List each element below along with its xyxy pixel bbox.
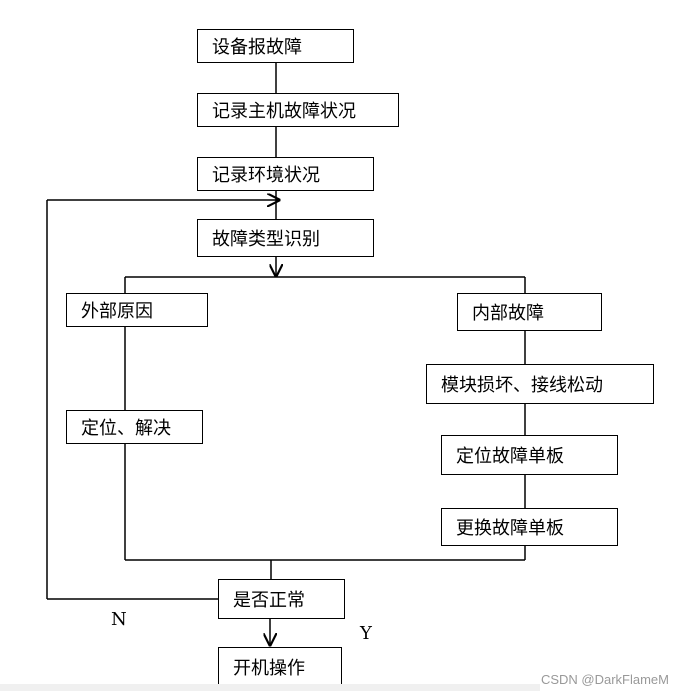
node-replace-board: 更换故障单板 <box>441 508 618 546</box>
node-power-on: 开机操作 <box>218 647 342 687</box>
node-internal-fault: 内部故障 <box>457 293 602 331</box>
watermark: CSDN @DarkFlameM <box>540 672 669 687</box>
node-is-normal: 是否正常 <box>218 579 345 619</box>
node-record-environment: 记录环境状况 <box>197 157 374 191</box>
edge-label-no: N <box>111 609 127 630</box>
node-locate-solve: 定位、解决 <box>66 410 203 444</box>
node-external-cause: 外部原因 <box>66 293 208 327</box>
edge-label-yes: Y <box>360 623 372 644</box>
node-device-fault: 设备报故障 <box>197 29 354 63</box>
node-record-host-fault: 记录主机故障状况 <box>197 93 399 127</box>
node-module-damage: 模块损坏、接线松动 <box>426 364 654 404</box>
bottom-scroll-strip <box>0 684 540 691</box>
node-locate-board: 定位故障单板 <box>441 435 618 475</box>
node-fault-type-identification: 故障类型识别 <box>197 219 374 257</box>
